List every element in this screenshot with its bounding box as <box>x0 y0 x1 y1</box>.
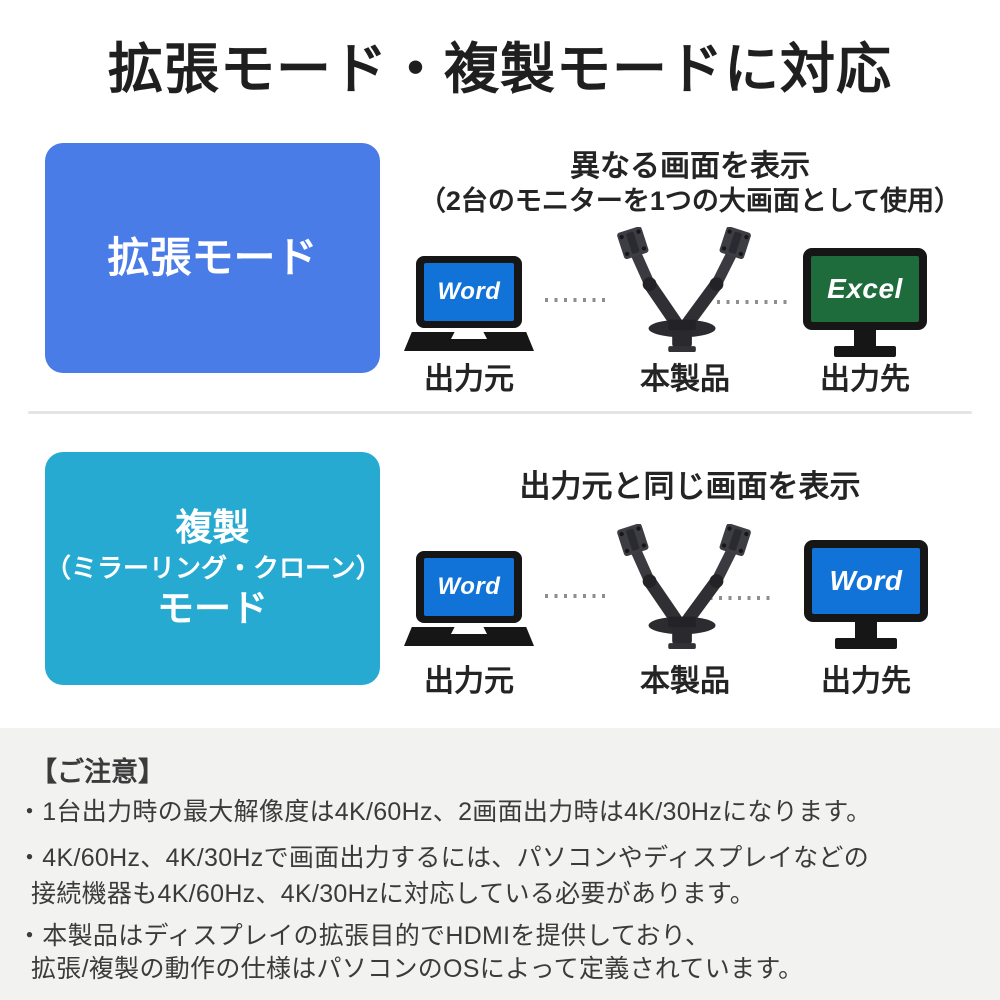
monitor-neck <box>854 330 876 346</box>
extend-mode-label: 拡張モード <box>107 233 318 281</box>
source-laptop-icon: Word <box>404 256 534 351</box>
monitor-screen-app-label: Word <box>829 565 903 596</box>
monitor-base <box>835 638 897 649</box>
monitor-neck <box>855 622 877 638</box>
connector-dots <box>545 594 605 598</box>
monitor-arm-icon <box>605 523 765 652</box>
extend-heading-line1: 異なる画面を表示 <box>570 150 810 183</box>
note-line: ・1台出力時の最大解像度は4K/60Hz、2画面出力時は4K/30Hzになります… <box>17 798 872 826</box>
notes-panel: 【ご注意】 ・1台出力時の最大解像度は4K/60Hz、2画面出力時は4K/30H… <box>0 728 1000 1000</box>
note-line: ・本製品はディスプレイの拡張目的でHDMIを提供しており、 <box>17 922 711 950</box>
monitor-screen-app-label: Excel <box>827 273 903 304</box>
notes-heading: 【ご注意】 <box>30 757 165 787</box>
source-device-label: 出力元 <box>424 665 514 698</box>
laptop-notch <box>451 627 487 634</box>
monitor-arm-graphic <box>617 523 751 650</box>
monitor-screen-bezel: Word <box>804 540 928 622</box>
duplicate-mode-label-line3: モード <box>157 588 268 630</box>
laptop-screen-bezel: Word <box>416 256 522 328</box>
page-title: 拡張モード・複製モードに対応 <box>107 38 892 100</box>
monitor-screen: Excel <box>811 256 919 322</box>
monitor-arm-icon <box>605 226 765 355</box>
laptop-base <box>404 332 534 351</box>
dest-device-label: 出力先 <box>820 363 910 396</box>
monitor-arm-graphic <box>617 226 751 353</box>
duplicate-mode-card: 複製 （ミラーリング・クローン） モード <box>45 452 382 685</box>
laptop-screen: Word <box>424 263 514 321</box>
laptop-base <box>404 627 534 646</box>
laptop-notch <box>451 332 487 339</box>
source-device-label: 出力元 <box>424 363 514 396</box>
connector-dots <box>545 298 607 302</box>
product-label: 本製品 <box>640 363 730 396</box>
extend-mode-card: 拡張モード <box>45 143 380 373</box>
dest-monitor-icon: Excel <box>803 248 927 357</box>
connector-dots <box>717 300 792 304</box>
duplicate-heading: 出力元と同じ画面を表示 <box>519 469 861 504</box>
source-laptop-icon: Word <box>404 551 534 646</box>
note-line: 接続機器も4K/60Hz、4K/30Hzに対応している必要があります。 <box>31 880 756 908</box>
laptop-screen-bezel: Word <box>416 551 522 623</box>
duplicate-mode-label-line2: （ミラーリング・クローン） <box>45 552 382 583</box>
dest-device-label: 出力先 <box>821 665 911 698</box>
laptop-screen-app-label: Word <box>437 278 501 305</box>
note-line: 拡張/複製の動作の仕様はパソコンのOSによって定義されています。 <box>31 955 804 983</box>
extend-heading-line2: （2台のモニターを1つの大画面として使用） <box>418 186 962 216</box>
laptop-screen-app-label: Word <box>437 573 501 600</box>
product-label: 本製品 <box>640 665 730 698</box>
note-line: ・4K/60Hz、4K/30Hzで画面出力するには、パソコンやディスプレイなどの <box>17 844 870 872</box>
duplicate-mode-label-line1: 複製 <box>175 506 250 548</box>
monitor-base <box>834 346 896 357</box>
laptop-screen: Word <box>424 558 514 616</box>
monitor-screen: Word <box>812 548 920 614</box>
connector-dots <box>700 596 772 600</box>
dest-monitor-icon: Word <box>804 540 928 649</box>
monitor-screen-bezel: Excel <box>803 248 927 330</box>
section-divider <box>28 411 972 414</box>
